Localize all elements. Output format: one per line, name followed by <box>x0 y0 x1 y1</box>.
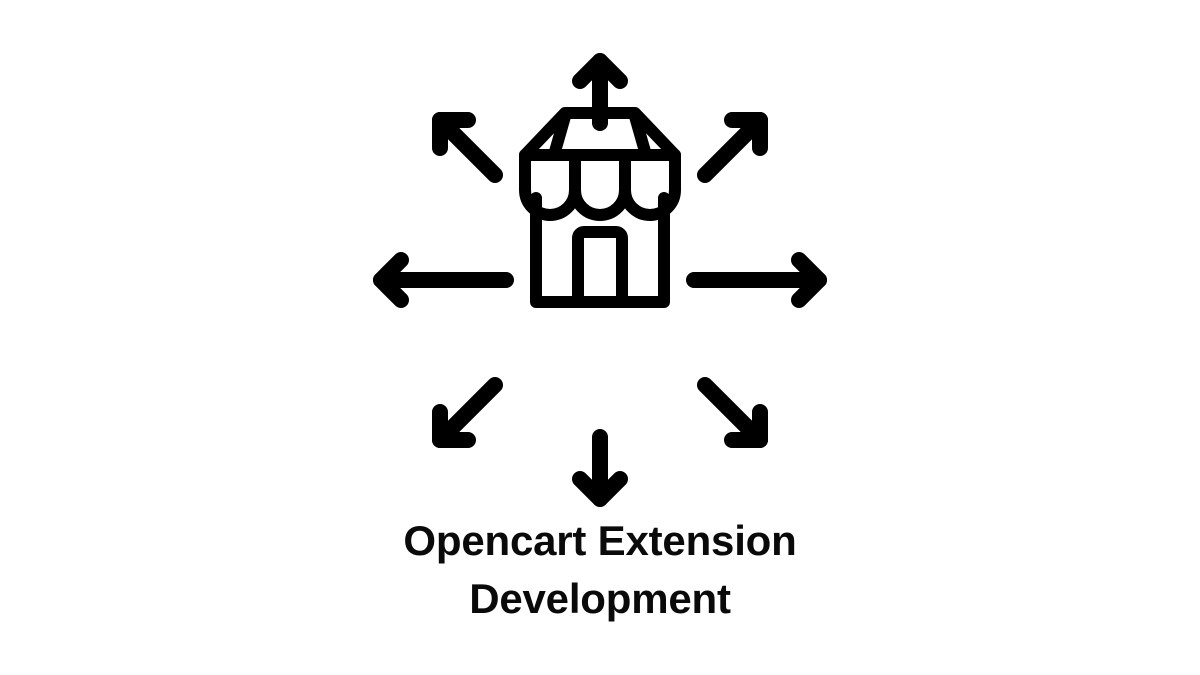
arrow-down-head <box>572 471 628 507</box>
storefront-expansion-illustration <box>350 30 850 530</box>
page-title-line-2: Development <box>469 575 731 622</box>
arrow-left-head <box>373 252 409 308</box>
arrow-right-icon <box>686 252 827 308</box>
shop-body <box>530 192 670 308</box>
arrow-down-right-icon <box>697 377 768 448</box>
arrow-right-head <box>791 252 827 308</box>
arrow-up-icon <box>572 53 628 131</box>
arrow-up-right-head <box>724 112 768 156</box>
arrow-up-left-icon <box>432 112 503 183</box>
arrow-up-right-icon <box>697 112 768 183</box>
arrow-group <box>373 53 827 507</box>
arrow-down-right-head <box>724 404 768 448</box>
arrow-down-left-shaft <box>432 377 503 448</box>
arrow-down-icon <box>572 429 628 507</box>
arrow-up-left-shaft <box>432 112 503 183</box>
illustration-svg <box>373 53 827 507</box>
awning-roof-divider-left <box>548 107 572 161</box>
arrow-down-left-head <box>432 404 476 448</box>
shop-icon <box>519 107 681 308</box>
arrow-down-left-icon <box>432 377 503 448</box>
awning-scallop-right <box>619 149 681 221</box>
arrow-up-left-head <box>432 112 476 156</box>
arrow-up-head <box>572 53 628 89</box>
awning-roof-divider-right <box>628 107 652 161</box>
shop-door <box>572 226 628 308</box>
page-title: Opencart Extension Development <box>0 512 1200 628</box>
awning-scallop-center <box>569 149 631 221</box>
page-title-line-1: Opencart Extension <box>403 517 797 564</box>
arrow-left-icon <box>373 252 514 308</box>
arrow-down-right-shaft <box>697 377 768 448</box>
arrow-up-right-shaft <box>697 112 768 183</box>
